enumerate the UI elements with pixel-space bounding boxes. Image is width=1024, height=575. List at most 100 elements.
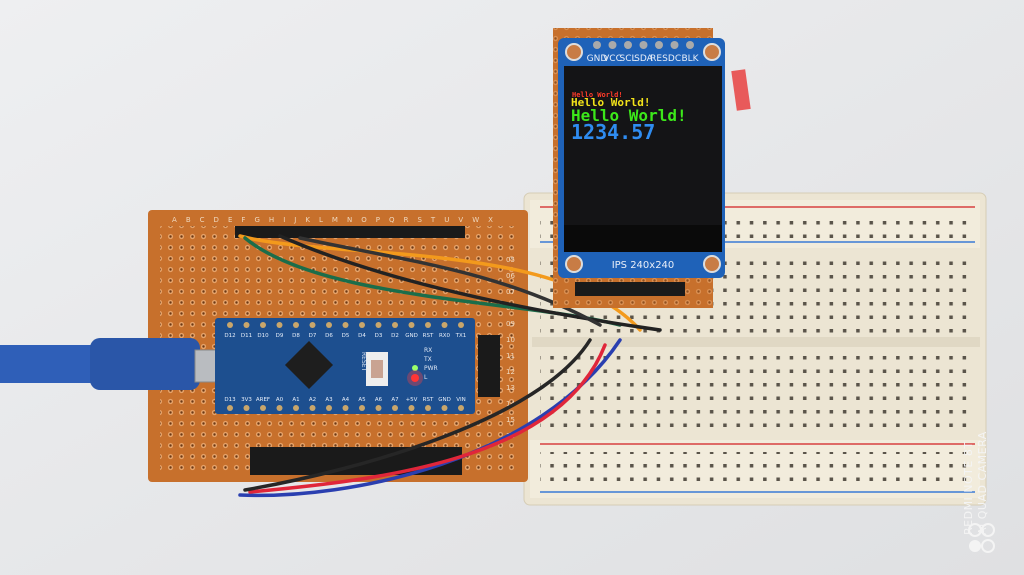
nano-pin-label: +5V [406,397,418,403]
pwr-led [412,365,418,371]
display-footer-label: IPS 240x240 [612,260,675,271]
nano-pin-label: A2 [309,397,316,403]
nano-pin [359,405,365,411]
display-header-pin [670,41,679,49]
nano-pin [392,405,398,411]
nano-pin [227,322,233,328]
display-pin-label: RES [650,54,668,64]
nano-pin-label: D5 [342,333,350,339]
nano-pin-label: A7 [391,397,399,403]
display-header-pin [608,41,617,49]
led-label: RX [424,347,432,354]
nano-pin [260,322,266,328]
nano-pin-label: RX0 [439,333,451,339]
nano-pin [441,405,448,411]
nano-pin-label: TX1 [455,333,467,339]
nano-pin [425,322,431,328]
nano-pin-label: D9 [276,333,284,339]
nano-pin-label: A6 [375,397,383,403]
nano-pin [458,322,464,328]
perfboard-row-number: 10 [506,336,515,344]
led-label: PWR [424,365,438,372]
wire-red [248,343,607,494]
display-header-pin [593,41,601,49]
nano-pin-label: AREF [256,397,270,403]
display-line-4: 1234.57 [571,120,655,144]
camera-lens-logo-icon [968,523,995,553]
nano-pin-label: VIN [456,397,466,403]
nano-pin [260,405,266,411]
l-led [411,374,419,382]
nano-pin [243,322,250,328]
perfboard-row-number: 05 [506,256,515,264]
jumper-wires [238,234,662,498]
nano-pin [243,405,250,411]
display-line-1: Hello World! [572,91,623,99]
display-line-3: Hello World! [571,106,687,125]
wire-black-top [278,234,662,332]
nano-pin-label: D2 [391,333,399,339]
nano-pin-label: D6 [325,333,333,339]
nano-pin [342,322,349,328]
perfboard-row-number: 07 [506,288,515,296]
display-pin-label: VCC [603,54,622,64]
nano-pin [293,405,299,411]
perfboard-row-number: 13 [506,384,515,392]
nano-pin [359,322,365,328]
display-header-pin [624,41,632,49]
nano-pin [375,405,382,411]
icsp-header [478,335,500,397]
nano-pin [425,405,431,411]
display-screen [564,66,722,252]
nano-pin [276,322,283,328]
nano-pin [458,405,464,411]
nano-pin-label: RST [423,333,434,339]
display-pin-header [575,282,685,296]
nano-pin-label: RST [423,397,434,403]
perfboard-row-number: 14 [506,400,515,408]
nano-pin-label: A3 [325,397,333,403]
display-header-pin [639,41,648,49]
nano-pin-label: D4 [358,333,366,339]
perfboard-row-number: 12 [506,368,515,376]
perfboard-row-number: 11 [506,352,515,360]
display-pin-label: GND [587,54,608,64]
nano-pin [342,405,349,411]
microcontroller-chip [284,340,334,390]
perfboard-row-number: 06 [506,272,515,280]
nano-pin-label: 3V3 [241,397,252,403]
nano-pin [227,405,233,411]
led-label: TX [423,356,432,363]
display-header-pin [655,41,663,49]
nano-pin [326,322,332,328]
nano-pin-label: A5 [358,397,366,403]
nano-pin-label: GND [438,397,451,403]
led-label: L [424,374,428,381]
female-header-bottom [250,447,462,475]
nano-pin-label: D11 [241,333,252,339]
nano-pin [392,322,398,328]
reset-label: RESET [360,352,367,372]
display-pin-label: SDA [634,54,653,64]
nano-pin [309,405,316,411]
display-header-pin [686,41,694,49]
nano-pin-label: D13 [224,397,236,403]
display-pin-label: SCL [619,54,636,64]
nano-pin-label: A1 [292,397,299,403]
perfboard-column-letters: A B C D E F G H I J K L M N O P Q R S T … [172,216,496,224]
female-header-top [235,226,465,238]
nano-pin [408,405,415,411]
nano-pin-label: A4 [342,397,350,403]
perfboard-row-number: 15 [506,416,515,424]
nano-pin-label: GND [405,333,418,339]
nano-pin-label: D10 [257,333,269,339]
nano-pin [408,322,415,328]
nano-pin [309,322,316,328]
nano-pin [441,322,448,328]
nano-pin-label: D7 [309,333,317,339]
display-pin-label: DC [668,54,681,64]
display-pin-label: BLK [681,54,699,64]
